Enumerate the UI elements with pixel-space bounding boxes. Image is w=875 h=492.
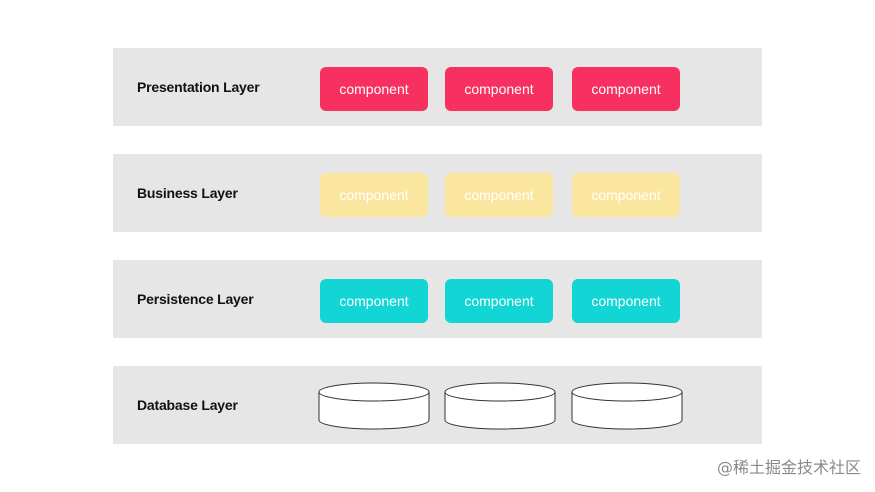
layer-label: Business Layer [137, 185, 238, 201]
component-box: component [572, 279, 680, 323]
business-layer: Business Layer component component compo… [113, 154, 762, 232]
database-layer: Database Layer [113, 366, 762, 444]
database-cylinder-icon [444, 382, 556, 430]
component-box: component [572, 67, 680, 111]
component-box: component [320, 173, 428, 217]
layer-label: Persistence Layer [137, 291, 254, 307]
component-box: component [320, 67, 428, 111]
database-cylinder-icon [571, 382, 683, 430]
database-cylinder-icon [318, 382, 430, 430]
component-box: component [445, 173, 553, 217]
component-box: component [320, 279, 428, 323]
component-box: component [445, 67, 553, 111]
presentation-layer: Presentation Layer component component c… [113, 48, 762, 126]
watermark: @稀土掘金技术社区 [716, 458, 861, 477]
persistence-layer: Persistence Layer component component co… [113, 260, 762, 338]
layer-label: Presentation Layer [137, 79, 260, 95]
layer-label: Database Layer [137, 397, 238, 413]
component-box: component [572, 173, 680, 217]
component-box: component [445, 279, 553, 323]
